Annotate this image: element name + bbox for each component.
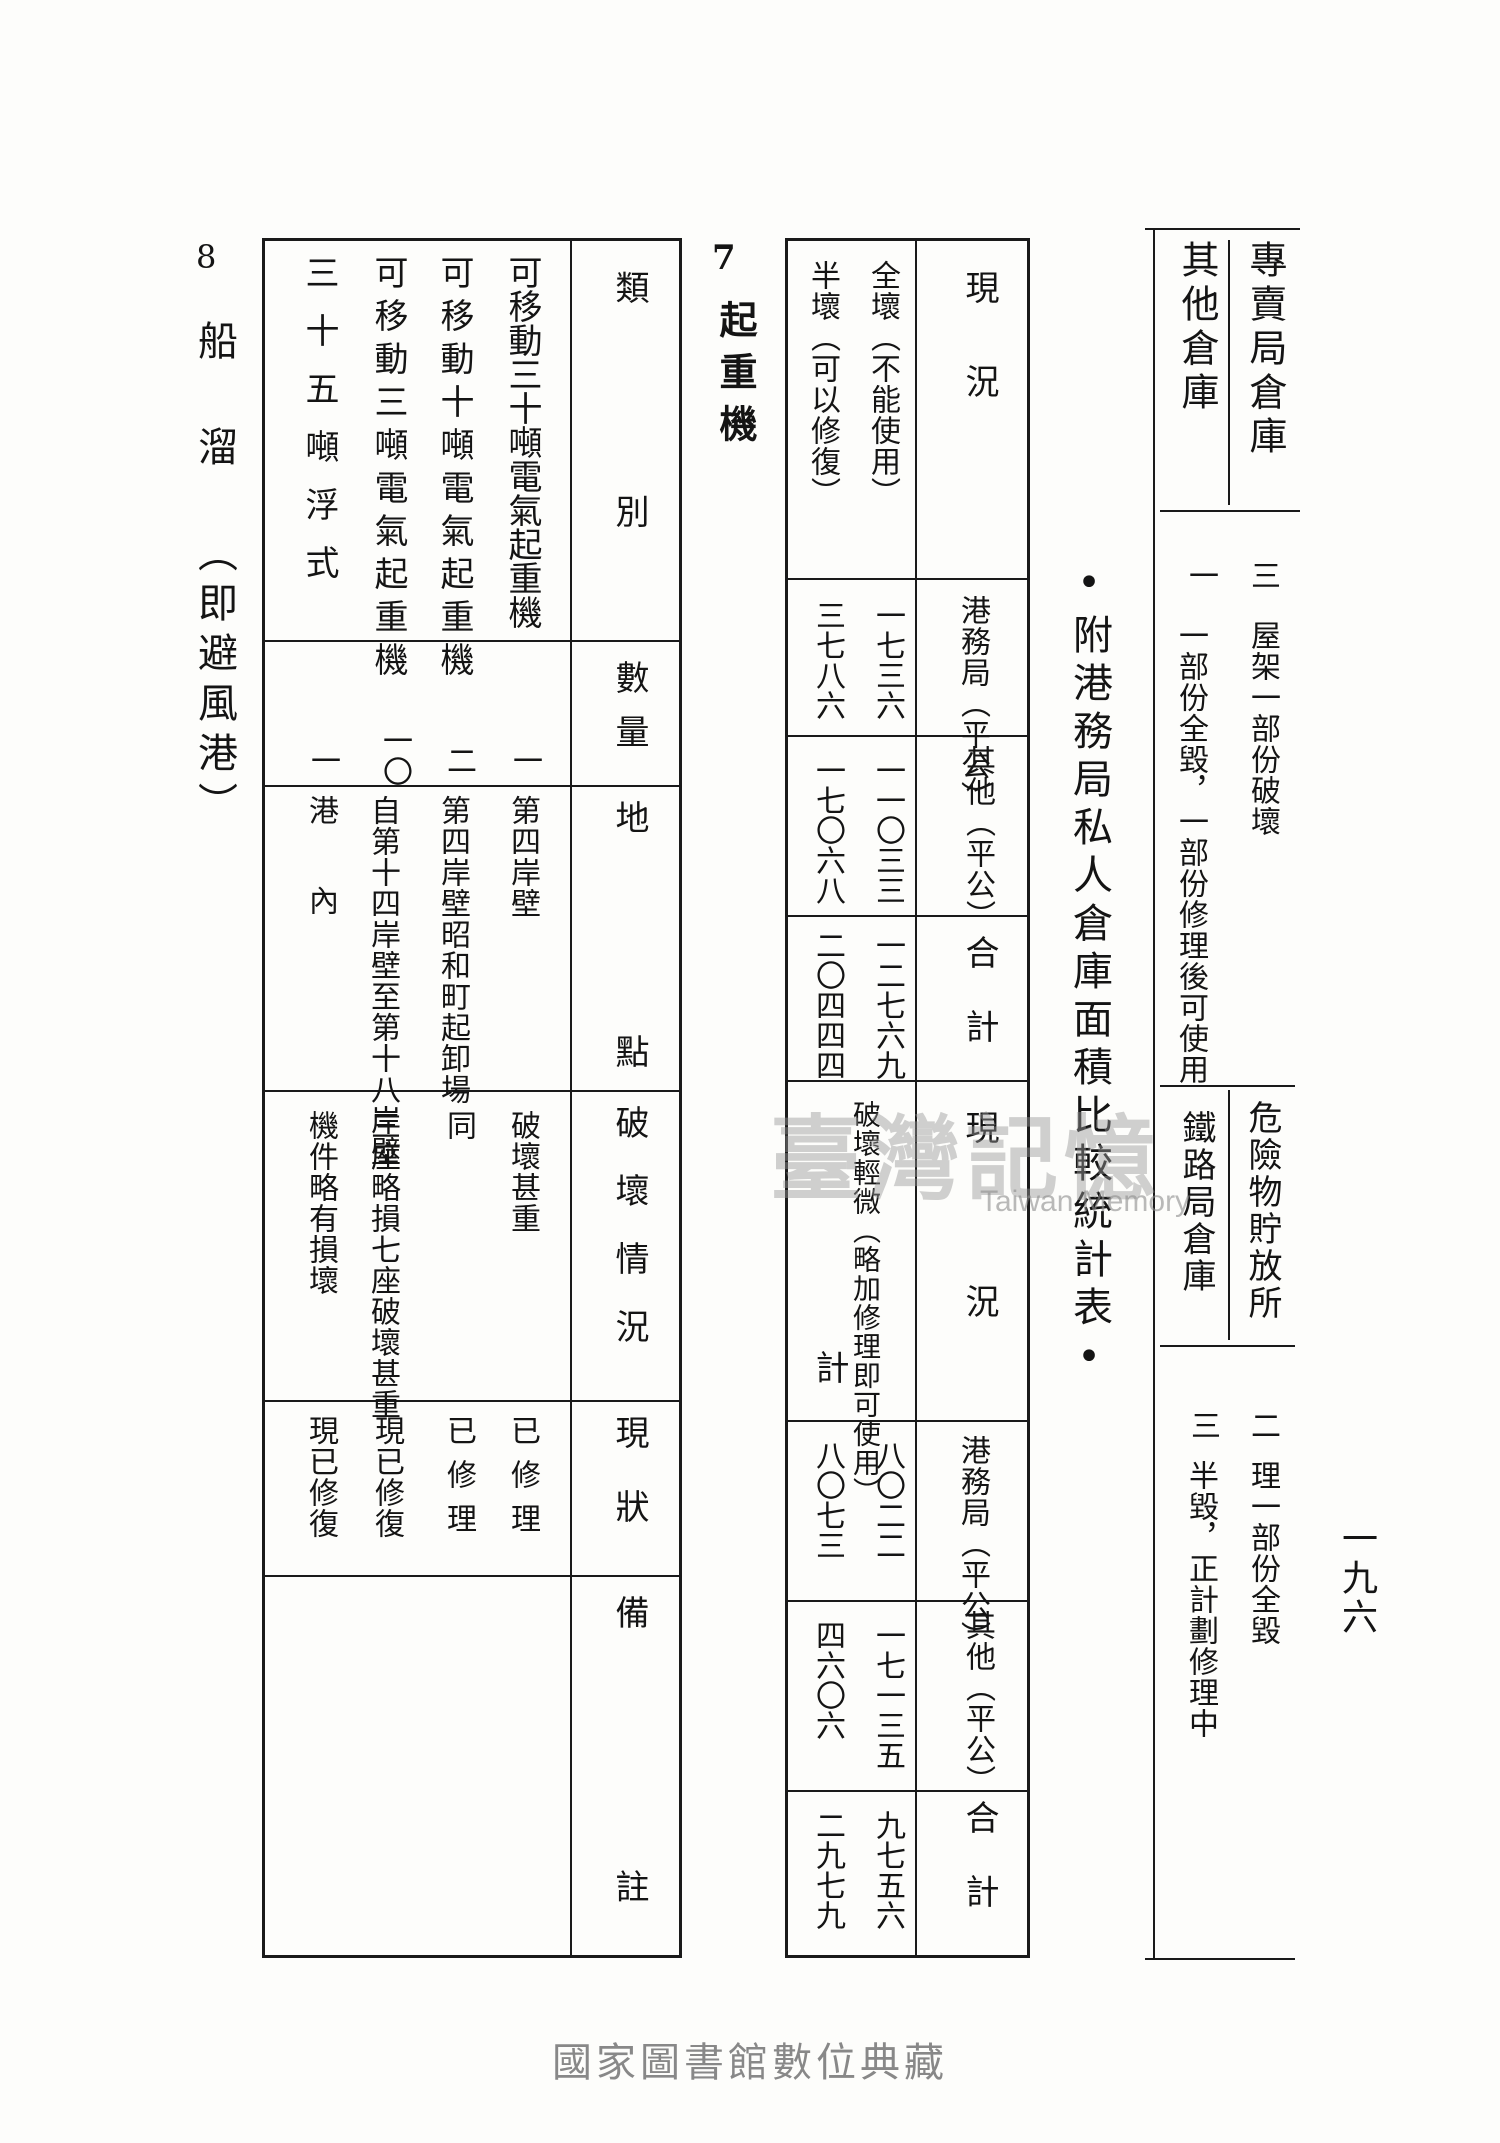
crane-damage: 三座略損七座破壞甚重 xyxy=(365,1110,400,1420)
area-row-total: 九七五六 xyxy=(870,1810,905,1930)
section-number: 7 xyxy=(712,238,736,278)
watermark-text: Taiwan Memory xyxy=(980,1185,1191,1218)
crane-qty: 一 xyxy=(305,745,340,776)
warehouse-name: 危險物貯放所 xyxy=(1242,1100,1282,1322)
crane-location: 第四岸壁昭和町起卸場 xyxy=(435,795,470,1105)
crane-qty: 一 xyxy=(507,745,542,776)
area-header-other-2: 其他（平公） xyxy=(960,1610,995,1796)
area-header-harbor: 港務局（平公） xyxy=(955,595,990,812)
warehouse-name: 鐵路局倉庫 xyxy=(1176,1110,1216,1295)
area-row-total: 二〇四四四 xyxy=(810,930,845,1080)
area-header-other: 其他（平公） xyxy=(960,745,995,931)
area-total-other: 四六〇六 xyxy=(810,1620,845,1740)
warehouse-remark: 半毀，正計劃修理中 xyxy=(1183,1460,1218,1739)
left-page-number: 8 xyxy=(196,238,217,276)
warehouse-count: 三 xyxy=(1185,1410,1220,1441)
area-row-other: 一一〇三三 xyxy=(870,755,905,905)
section-title: 起重機 xyxy=(713,300,758,456)
area-row-harbor: 一七三六 xyxy=(870,600,905,720)
crane-status: 已修理 xyxy=(441,1415,476,1547)
warehouse-count: 一 xyxy=(1183,560,1218,591)
area-row-harbor: 八〇二二 xyxy=(870,1440,905,1560)
crane-header-remark: 備註 xyxy=(609,1595,649,2143)
crane-header-damage: 破壞情況 xyxy=(609,1105,649,1377)
warehouse-name: 其他倉庫 xyxy=(1175,240,1219,416)
area-row-status: 破壞輕微（略加修理即可使用） xyxy=(849,1100,882,1506)
crane-status: 現已修復 xyxy=(369,1415,404,1539)
crane-header-location: 地點 xyxy=(609,800,649,1268)
footer-credit: 國家圖書館數位典藏 xyxy=(552,2040,948,2086)
area-header-harbor-2: 港務局（平公） xyxy=(955,1435,990,1652)
warehouse-name: 專賣局倉庫 xyxy=(1243,240,1287,460)
crane-location: 港內 xyxy=(303,795,338,975)
warehouse-remark: 屋架一部份破壞 xyxy=(1245,620,1280,837)
area-header-status-2: 現況 xyxy=(959,1110,999,1458)
right-page-number: 一九六 xyxy=(1336,1520,1377,1637)
watermark-logo: 臺灣記憶 xyxy=(770,1105,1163,1213)
crane-qty: 二 xyxy=(441,745,476,776)
warehouse-count: 三 xyxy=(1245,560,1280,591)
crane-type: 可移動三噸電氣起重機 xyxy=(368,255,408,685)
area-row-total: 一二七六九 xyxy=(870,930,905,1080)
running-title: 船 溜 （即避風港） xyxy=(191,320,237,832)
crane-damage: 同 xyxy=(441,1110,476,1141)
area-total-harbor: 八〇七三 xyxy=(810,1440,845,1560)
crane-type: 可移動三十噸電氣起重機 xyxy=(502,255,542,629)
crane-damage: 破壞甚重 xyxy=(505,1110,540,1234)
area-total-total: 二九七九 xyxy=(810,1810,845,1930)
warehouse-remark: 理一部份全毀 xyxy=(1245,1460,1280,1646)
area-header-total: 合計 xyxy=(959,935,999,1083)
crane-status: 已修理 xyxy=(505,1415,540,1547)
warehouse-remark: 一部份全毀，一部份修理後可使用 xyxy=(1173,620,1208,1085)
crane-header-status: 現狀 xyxy=(609,1415,649,1563)
area-header-status: 現況 xyxy=(959,270,999,458)
area-total-label: 計 xyxy=(809,1350,849,1387)
attached-table-title: •附港務局私人倉庫面積比較統計表• xyxy=(1066,560,1112,1388)
area-row-other: 一七〇六八 xyxy=(810,755,845,905)
area-row-other: 一七一三五 xyxy=(870,1620,905,1770)
crane-status: 現已修復 xyxy=(303,1415,338,1539)
area-header-total-2: 合計 xyxy=(959,1800,999,1948)
area-row-status: 全壞（不能使用） xyxy=(865,260,900,508)
crane-damage: 機件略有損壞 xyxy=(303,1110,338,1296)
crane-location: 自第十四岸壁至第十八岸壁 xyxy=(365,795,400,1167)
area-row-harbor: 三七八六 xyxy=(810,600,845,720)
crane-header-type: 類別 xyxy=(609,270,649,718)
crane-qty: 一〇 xyxy=(377,725,412,787)
crane-type: 可移動十噸電氣起重機 xyxy=(434,255,474,685)
crane-header-qty: 數量 xyxy=(609,660,649,768)
warehouse-count: 二 xyxy=(1245,1410,1280,1441)
area-row-status: 半壞（可以修復） xyxy=(805,260,840,508)
crane-type: 三十五噸浮式 xyxy=(299,255,339,603)
crane-location: 第四岸壁 xyxy=(505,795,540,919)
